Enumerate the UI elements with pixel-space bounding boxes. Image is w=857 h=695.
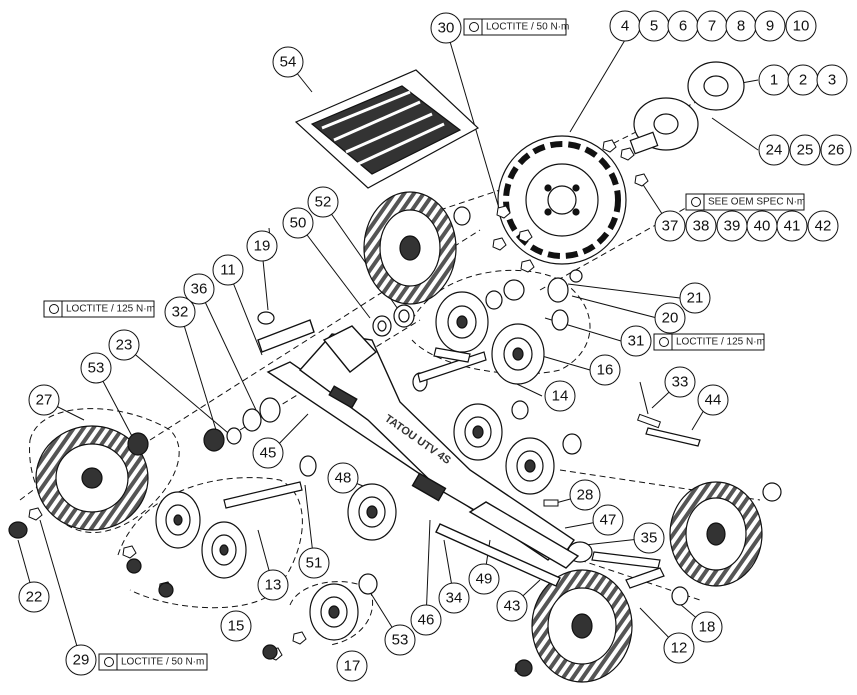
- callouts: [18, 10, 852, 682]
- callout-5: 5: [650, 18, 658, 35]
- callout-53b: 53: [392, 632, 409, 649]
- callout-29: 29: [73, 652, 90, 669]
- callout-3: 3: [828, 72, 836, 89]
- callout-34: 34: [446, 590, 463, 607]
- callout-20: 20: [662, 310, 679, 327]
- bearings-washers: [8, 206, 782, 677]
- callout-49: 49: [476, 571, 493, 588]
- torque-icon: [469, 22, 479, 32]
- callout-18: 18: [699, 619, 716, 636]
- callout-35: 35: [641, 530, 658, 547]
- callout-52: 52: [315, 194, 332, 211]
- track-panel: [294, 69, 480, 189]
- callout-30: 30: [438, 20, 455, 37]
- callout-53a: 53: [88, 360, 105, 377]
- callout-32: 32: [172, 304, 189, 321]
- torque-icon: [49, 304, 59, 314]
- callout-28: 28: [577, 487, 594, 504]
- callout-42: 42: [815, 218, 832, 235]
- callout-14: 14: [552, 388, 569, 405]
- callout-23: 23: [116, 337, 133, 354]
- callout-37: 37: [662, 218, 679, 235]
- callout-12: 12: [671, 640, 688, 657]
- callout-54: 54: [280, 54, 297, 71]
- callout-44: 44: [705, 392, 722, 409]
- large-wheel-right: [669, 481, 763, 587]
- callout-43: 43: [504, 598, 521, 615]
- torque-icon: [659, 337, 669, 347]
- torque-note-32-text: LOCTITE / 125 N·m: [66, 304, 155, 315]
- axles: [223, 347, 701, 589]
- callout-labels: 54 30 4 5 6 7 8 9 10 1 2 3 24 25 26 37 3…: [26, 18, 845, 675]
- large-wheel-top: [363, 191, 457, 305]
- torque-note-oem-text: SEE OEM SPEC N·m: [708, 197, 805, 208]
- callout-24: 24: [766, 142, 783, 159]
- torque-note-32: LOCTITE / 125 N·m: [43, 300, 155, 318]
- large-wheel-bottom: [531, 569, 633, 683]
- callout-2: 2: [799, 72, 807, 89]
- callout-46: 46: [418, 612, 435, 629]
- callout-25: 25: [797, 142, 814, 159]
- callout-6: 6: [679, 18, 687, 35]
- callout-11: 11: [220, 262, 236, 279]
- callout-4: 4: [621, 18, 629, 35]
- callout-38: 38: [693, 218, 710, 235]
- callout-41: 41: [784, 218, 801, 235]
- torque-note-30: LOCTITE / 50 N·m: [463, 18, 569, 36]
- callout-39: 39: [724, 218, 741, 235]
- bogie-wheels: [155, 291, 555, 641]
- callout-27: 27: [36, 392, 53, 409]
- callout-40: 40: [754, 218, 771, 235]
- callout-31: 31: [628, 333, 645, 350]
- main-frame: [257, 319, 580, 587]
- torque-note-29-text: LOCTITE / 50 N·m: [121, 657, 204, 668]
- torque-icon: [691, 197, 701, 207]
- callout-48: 48: [335, 470, 352, 487]
- callout-50: 50: [290, 215, 307, 232]
- callout-13: 13: [265, 577, 282, 594]
- callout-21: 21: [687, 290, 704, 307]
- callout-16: 16: [597, 362, 614, 379]
- callout-47: 47: [600, 512, 617, 529]
- callout-19: 19: [254, 238, 271, 255]
- torque-note-31: LOCTITE / 125 N·m: [653, 333, 765, 351]
- callout-22: 22: [26, 589, 43, 606]
- hub-flange: [629, 61, 745, 155]
- torque-icon: [104, 657, 114, 667]
- callout-15: 15: [228, 618, 245, 635]
- torque-note-31-text: LOCTITE / 125 N·m: [676, 337, 765, 348]
- callout-7: 7: [708, 18, 716, 35]
- torque-note-30-text: LOCTITE / 50 N·m: [486, 22, 569, 33]
- callout-33: 33: [672, 374, 689, 391]
- callout-10: 10: [793, 18, 810, 35]
- torque-notes: LOCTITE / 50 N·m SEE OEM SPEC N·m LOCTIT…: [43, 18, 805, 671]
- callout-26: 26: [828, 142, 845, 159]
- callout-8: 8: [737, 18, 745, 35]
- torque-note-oem: SEE OEM SPEC N·m: [685, 193, 805, 211]
- callout-45: 45: [260, 445, 277, 462]
- torque-note-29: LOCTITE / 50 N·m: [98, 653, 208, 671]
- large-wheel-left: [35, 425, 149, 531]
- drive-sprocket: [497, 135, 627, 265]
- callout-36: 36: [191, 281, 208, 298]
- callout-17: 17: [344, 658, 361, 675]
- callout-51: 51: [306, 555, 323, 572]
- callout-9: 9: [766, 18, 774, 35]
- callout-1: 1: [770, 72, 778, 89]
